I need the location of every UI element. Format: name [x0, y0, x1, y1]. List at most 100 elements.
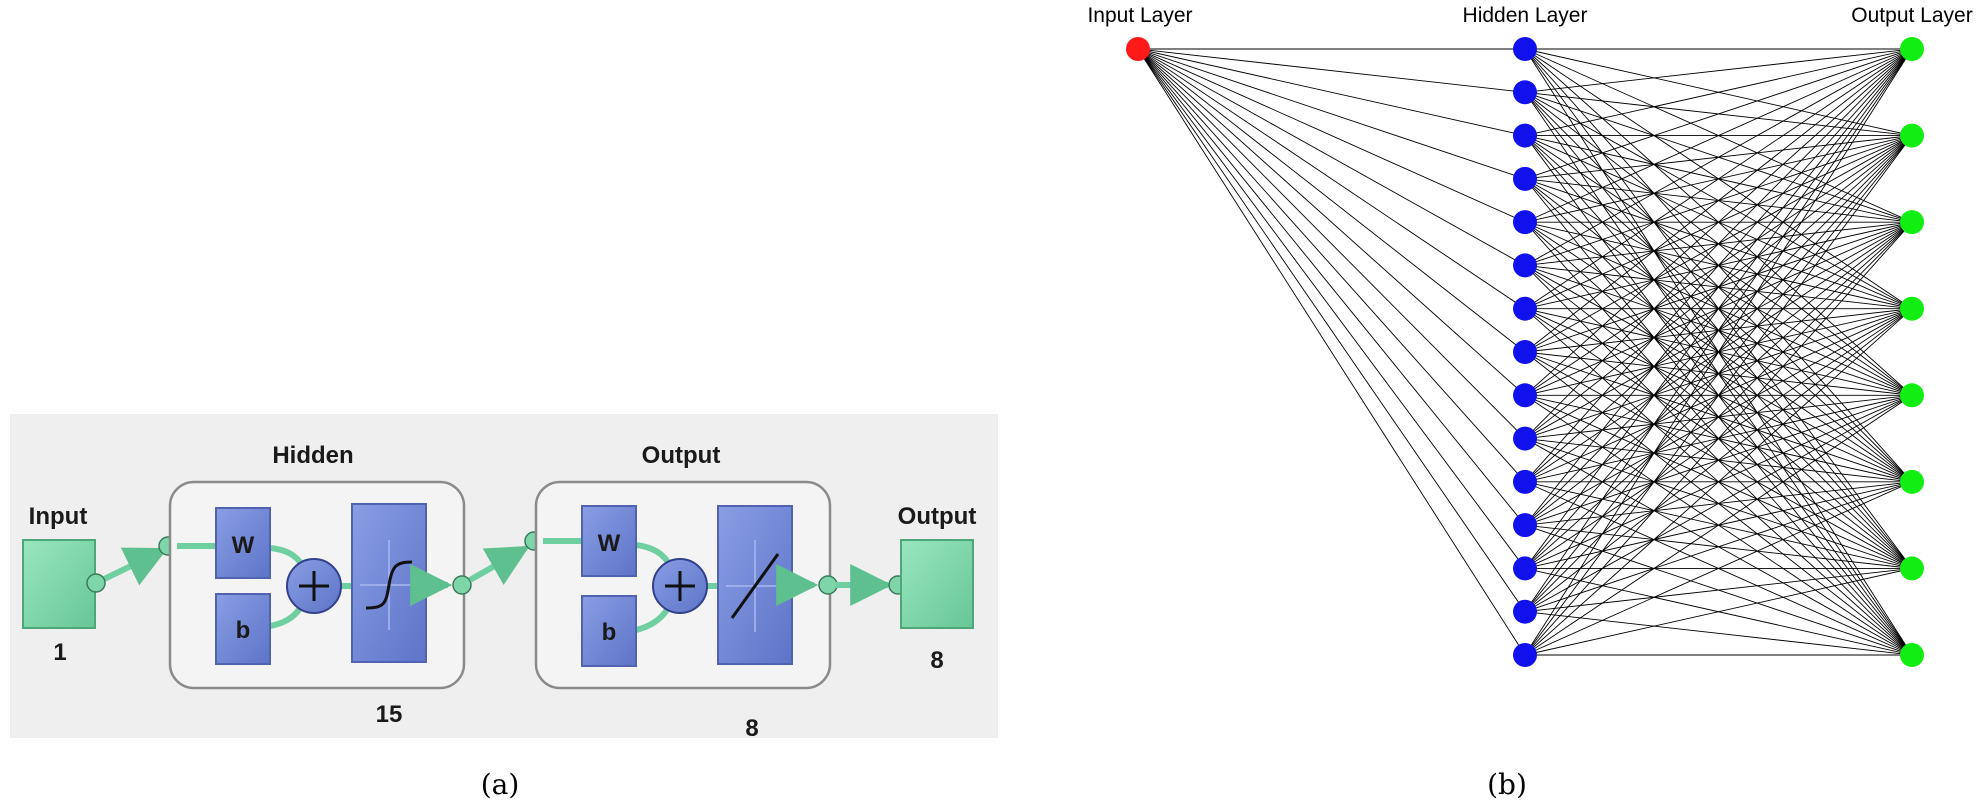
hidden-node: [1513, 643, 1537, 667]
hidden-bias-block: [215, 593, 271, 665]
hidden-bias-label: b: [236, 617, 251, 644]
connector-input-hidden: [94, 547, 168, 586]
output-node: [1900, 469, 1924, 494]
output-weight-label: W: [598, 530, 621, 557]
hidden-node: [1513, 426, 1537, 451]
hidden-node: [1513, 469, 1537, 494]
output-node: [1900, 296, 1924, 321]
hidden-node: [1513, 556, 1537, 581]
network-edge: [1524, 48, 1913, 483]
output-block: [900, 539, 974, 629]
network-edge: [1137, 48, 1526, 612]
network-edges: [1137, 48, 1913, 656]
connector-node: [86, 573, 106, 593]
network-edge: [1524, 48, 1913, 526]
input-label: Input: [29, 503, 88, 530]
output-node: [1900, 643, 1924, 667]
network-edge: [1137, 48, 1526, 180]
network-edge: [1137, 48, 1526, 353]
hidden-sum-icon: [286, 558, 342, 614]
network-edge: [1524, 48, 1913, 93]
hidden-node: [1513, 513, 1537, 538]
network-edge: [1524, 611, 1913, 656]
network-edge: [1137, 48, 1526, 656]
output-label: Output: [898, 503, 977, 530]
hidden-size: 15: [376, 701, 403, 728]
hidden-layer-label: Hidden Layer: [1463, 4, 1588, 27]
output-node: [1900, 37, 1924, 61]
output-weight-block: [581, 505, 637, 577]
hidden-node: [1513, 599, 1537, 624]
input-block: [22, 539, 96, 629]
panel-a: Input 1 Hidden W b 15: [10, 414, 998, 801]
connector-hidden-output: [468, 545, 530, 585]
network-edge: [1524, 48, 1913, 223]
connector-node: [818, 575, 838, 595]
network-edge: [1524, 394, 1913, 656]
hidden-node: [1513, 166, 1537, 191]
output-node: [1900, 383, 1924, 408]
hidden-node: [1513, 383, 1537, 408]
network-edge: [1524, 308, 1913, 613]
input-layer-label: Input Layer: [1087, 4, 1192, 27]
input-node: [1126, 37, 1150, 61]
network-nodes: [1126, 37, 1924, 667]
input-size: 1: [53, 639, 66, 666]
network-edge: [1137, 48, 1526, 310]
output-bias-label: b: [602, 619, 617, 646]
hidden-node: [1513, 253, 1537, 278]
network-edge: [1524, 48, 1913, 180]
network-edge: [1524, 48, 1913, 656]
network-edge: [1524, 308, 1913, 656]
network-edge: [1524, 48, 1913, 353]
network-edge: [1137, 48, 1526, 93]
output-size: 8: [930, 647, 943, 674]
network-edge: [1137, 48, 1526, 526]
network-edge: [1524, 48, 1913, 439]
hidden-weight-block: [215, 507, 271, 579]
network-edge: [1524, 135, 1913, 612]
network-edge: [1524, 48, 1913, 310]
network-edge: [1137, 48, 1526, 569]
output-node: [1900, 123, 1924, 148]
network-edge: [1524, 48, 1913, 266]
network-edge: [1524, 48, 1913, 396]
hidden-node: [1513, 340, 1537, 364]
network-edge: [1137, 48, 1526, 223]
network-edge: [1137, 48, 1526, 266]
network-edge: [1137, 48, 1526, 396]
network-edge: [1524, 48, 1913, 612]
network-edge: [1524, 481, 1913, 613]
output-block-size: 8: [745, 715, 758, 742]
hidden-label: Hidden: [272, 442, 353, 469]
panel-a-background: [10, 414, 998, 738]
sigmoid-transfer-icon: [351, 503, 427, 663]
hidden-node: [1513, 80, 1537, 105]
caption-b: (b): [1487, 768, 1527, 801]
network-edge: [1524, 567, 1913, 656]
output-node: [1900, 210, 1924, 235]
panel-b: Input Layer Hidden Layer Output Layer (b…: [1087, 4, 1972, 801]
hidden-node: [1513, 296, 1537, 321]
network-edge: [1137, 48, 1526, 483]
linear-transfer-icon: [717, 505, 793, 665]
network-edge: [1524, 221, 1913, 613]
connector-node: [452, 575, 472, 595]
output-bias-block: [581, 595, 637, 667]
hidden-weight-label: W: [232, 532, 255, 559]
network-edge: [1524, 394, 1913, 613]
network-edge: [1524, 135, 1913, 656]
network-edge: [1137, 48, 1526, 137]
network-edge: [1524, 48, 1913, 137]
output-block-label: Output: [642, 442, 721, 469]
hidden-node: [1513, 123, 1537, 148]
network-edge: [1524, 567, 1913, 613]
network-edge: [1524, 48, 1913, 569]
output-node: [1900, 556, 1924, 581]
hidden-node: [1513, 37, 1537, 61]
network-edge: [1524, 481, 1913, 656]
caption-a: (a): [481, 768, 520, 801]
network-edge: [1524, 221, 1913, 656]
network-edge: [1137, 48, 1526, 439]
